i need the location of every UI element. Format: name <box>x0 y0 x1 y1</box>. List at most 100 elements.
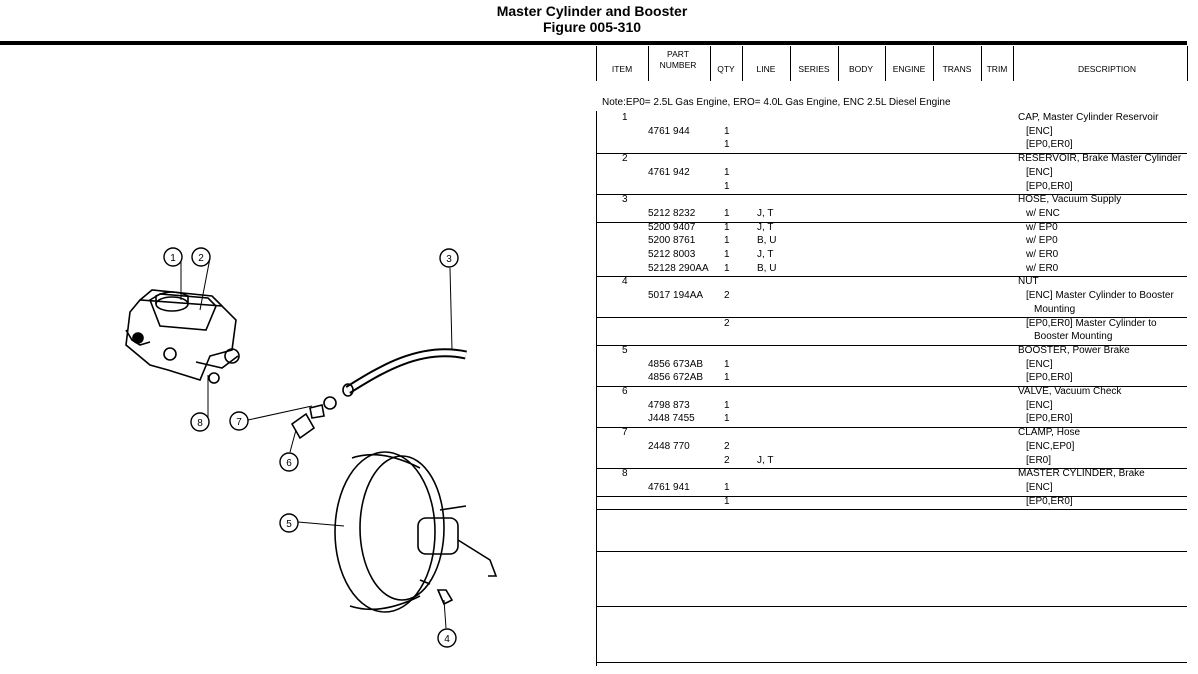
row-line: B, U <box>757 262 777 274</box>
row-divider <box>596 153 1187 154</box>
row-description: CAP, Master Cylinder Reservoir <box>1018 112 1159 123</box>
row-qty: 1 <box>724 262 730 274</box>
row-description: [ENC] <box>1026 166 1053 178</box>
row-description: w/ ENC <box>1026 207 1060 219</box>
column-separator <box>742 46 743 81</box>
engine-note: Note:EP0= 2.5L Gas Engine, ERO= 4.0L Gas… <box>602 97 951 108</box>
row-description: MASTER CYLINDER, Brake <box>1018 468 1145 480</box>
row-divider <box>596 662 1187 663</box>
row-line: J, T <box>757 207 774 219</box>
row-divider <box>596 468 1187 469</box>
row-divider <box>596 427 1187 428</box>
row-description: [EP0,ER0] <box>1026 413 1073 425</box>
row-part-number: 4761 941 <box>648 481 690 493</box>
column-header-3: QTY <box>717 64 735 74</box>
row-description: w/ EP0 <box>1026 221 1058 233</box>
row-part-number: 5212 8232 <box>648 207 696 219</box>
column-separator <box>981 46 982 81</box>
row-qty: 2 <box>724 454 730 466</box>
row-part-number: J448 7455 <box>648 413 695 425</box>
row-description: [ENC] <box>1026 358 1053 370</box>
row-part-number: 5212 8003 <box>648 249 696 260</box>
callout-5: 5 <box>279 513 299 533</box>
row-divider <box>596 386 1187 387</box>
svg-text:7: 7 <box>236 417 242 428</box>
row-line: J, T <box>757 249 774 260</box>
column-header-5: SERIES <box>798 64 830 74</box>
row-qty: 2 <box>724 290 730 302</box>
column-header-4: LINE <box>756 64 776 74</box>
row-line: J, T <box>757 221 774 233</box>
column-separator <box>648 46 649 81</box>
row-qty: 1 <box>724 125 730 137</box>
row-part-number: 2448 770 <box>648 440 690 452</box>
row-item: 2 <box>622 153 628 165</box>
row-description: [EP0,ER0] <box>1026 495 1073 507</box>
row-item: 8 <box>622 468 628 480</box>
row-qty: 1 <box>724 358 730 370</box>
svg-text:1: 1 <box>170 253 176 264</box>
row-part-number: 5200 9407 <box>648 221 696 233</box>
row-description: w/ EP0 <box>1026 235 1058 247</box>
row-description: [EP0,ER0] <box>1026 180 1073 192</box>
row-qty: 1 <box>724 249 730 260</box>
row-description: NUT <box>1018 276 1039 288</box>
row-line: J, T <box>757 454 774 466</box>
column-header-8: TRANS <box>942 64 972 74</box>
exploded-parts-diagram: 1 2 3 4 5 6 7 8 <box>125 247 498 648</box>
row-description: [EP0,ER0] <box>1026 372 1073 384</box>
callout-1: 1 <box>163 247 183 267</box>
row-description: [ENC] <box>1026 399 1053 411</box>
callout-4: 4 <box>437 628 457 648</box>
row-qty: 1 <box>724 372 730 384</box>
column-separator <box>790 46 791 81</box>
svg-text:3: 3 <box>446 254 452 265</box>
row-divider <box>596 317 1187 318</box>
row-item: 6 <box>622 386 628 397</box>
callout-3: 3 <box>439 248 459 268</box>
column-separator <box>933 46 934 81</box>
row-divider <box>596 276 1187 277</box>
column-separator <box>1187 46 1188 81</box>
table-left-border <box>596 111 597 666</box>
row-qty: 1 <box>724 235 730 247</box>
row-description: CLAMP, Hose <box>1018 427 1081 439</box>
column-separator <box>838 46 839 81</box>
row-divider <box>596 496 1187 497</box>
row-part-number: 4856 672AB <box>648 372 704 384</box>
column-separator <box>710 46 711 81</box>
row-item: 7 <box>622 427 628 439</box>
callout-7: 7 <box>229 411 249 431</box>
row-divider <box>596 606 1187 607</box>
row-qty: 1 <box>724 180 730 192</box>
callout-8: 8 <box>190 412 210 432</box>
row-qty: 1 <box>724 166 730 178</box>
row-qty: 1 <box>724 221 730 233</box>
row-divider <box>596 345 1187 346</box>
row-qty: 2 <box>724 440 730 452</box>
row-item: 1 <box>622 112 628 123</box>
figure-number: Figure 005-310 <box>542 19 642 35</box>
row-part-number: 5017 194AA <box>648 290 704 302</box>
row-part-number: 4856 673AB <box>648 358 704 370</box>
row-qty: 2 <box>724 317 730 329</box>
svg-text:5: 5 <box>286 519 292 530</box>
column-header-6: BODY <box>848 64 874 74</box>
svg-text:2: 2 <box>198 253 204 264</box>
row-part-number: 5200 8761 <box>648 235 696 247</box>
row-description: Booster Mounting <box>1034 331 1113 343</box>
row-qty: 1 <box>724 481 730 493</box>
title-rule <box>0 41 1187 45</box>
page-title: Master Cylinder and Booster <box>496 3 688 19</box>
row-part-number: 52128 290AA <box>648 262 709 274</box>
row-description: [ENC] <box>1026 125 1053 137</box>
column-separator <box>596 46 597 81</box>
row-description: [ER0] <box>1026 454 1052 466</box>
row-description: [ENC] <box>1026 481 1053 493</box>
row-part-number: 4761 944 <box>648 125 690 137</box>
svg-text:8: 8 <box>197 418 203 429</box>
row-description: [ENC,EP0] <box>1026 440 1075 452</box>
row-qty: 1 <box>724 399 730 411</box>
column-header-9: TRIM <box>986 64 1008 74</box>
row-qty: 1 <box>724 495 730 507</box>
